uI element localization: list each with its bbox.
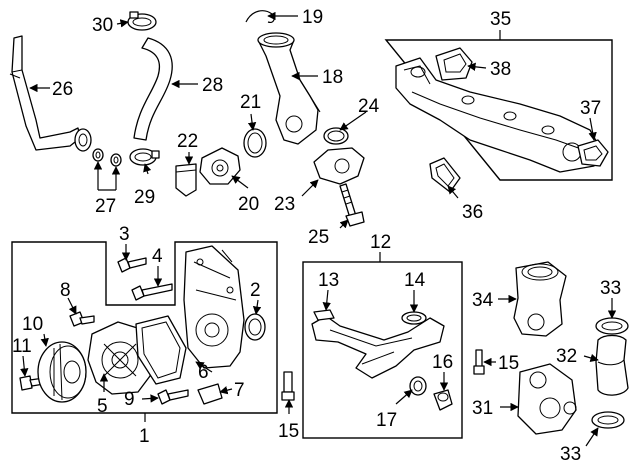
callout-23: 23 bbox=[274, 194, 295, 215]
callout-22: 22 bbox=[177, 131, 198, 152]
hose-clamp-29 bbox=[129, 148, 160, 166]
callout-21: 21 bbox=[240, 92, 261, 113]
hose-clamp-33-bottom bbox=[591, 411, 625, 429]
callout-8: 8 bbox=[60, 280, 71, 301]
hose-clamp-33-top bbox=[595, 317, 629, 335]
pad-13 bbox=[313, 309, 335, 321]
callout-15-right: 15 bbox=[498, 353, 519, 374]
o-ring-21 bbox=[243, 128, 267, 158]
callout-32: 32 bbox=[556, 346, 577, 367]
callout-27: 27 bbox=[95, 196, 116, 217]
callout-10: 10 bbox=[22, 314, 43, 335]
thermostat-housing-20 bbox=[199, 147, 241, 185]
callout-28: 28 bbox=[202, 75, 223, 96]
callout-38: 38 bbox=[490, 59, 511, 80]
callout-15-left: 15 bbox=[278, 421, 299, 442]
bolt-9 bbox=[157, 389, 189, 405]
coolant-hose-32 bbox=[595, 334, 629, 396]
bolt-15-left bbox=[281, 371, 295, 401]
coolant-housing-18 bbox=[257, 32, 321, 145]
bolt-25 bbox=[339, 183, 365, 227]
bolt-8 bbox=[69, 311, 95, 327]
callout-29: 29 bbox=[134, 187, 155, 208]
water-pipe-assembly-12 bbox=[311, 315, 445, 379]
callout-24: 24 bbox=[358, 96, 380, 117]
callout-9: 9 bbox=[124, 389, 135, 410]
bolt-15-right bbox=[473, 349, 485, 375]
callout-20: 20 bbox=[238, 194, 259, 215]
thermostat-31 bbox=[517, 363, 577, 435]
callout-31: 31 bbox=[472, 398, 493, 419]
gasket-14 bbox=[401, 311, 427, 325]
group-frame-1 bbox=[11, 241, 278, 414]
callout-34: 34 bbox=[472, 290, 494, 311]
callout-33-bottom: 33 bbox=[560, 444, 581, 465]
callout-7: 7 bbox=[234, 380, 245, 401]
o-ring-17 bbox=[409, 376, 427, 396]
gasket-24 bbox=[323, 127, 349, 145]
pump-gasket-6 bbox=[135, 315, 187, 385]
hose-clamp-30 bbox=[127, 11, 157, 31]
callout-13: 13 bbox=[318, 270, 339, 291]
seal-2 bbox=[244, 313, 266, 341]
callout-4: 4 bbox=[152, 246, 163, 267]
callout-5: 5 bbox=[97, 396, 108, 417]
callout-33-top: 33 bbox=[600, 278, 621, 299]
bypass-pipe-26 bbox=[9, 35, 92, 152]
callout-11: 11 bbox=[12, 336, 32, 357]
callout-12: 12 bbox=[370, 232, 391, 253]
callout-18: 18 bbox=[322, 67, 343, 88]
bolt-3 bbox=[117, 257, 147, 273]
callout-17: 17 bbox=[376, 410, 397, 431]
front-cover-1 bbox=[183, 245, 245, 369]
callout-37: 37 bbox=[580, 98, 601, 119]
callout-36: 36 bbox=[462, 202, 483, 223]
callout-30: 30 bbox=[92, 15, 113, 36]
bracket-22 bbox=[175, 163, 197, 197]
callout-26: 26 bbox=[52, 79, 73, 100]
gasket-36 bbox=[429, 157, 461, 193]
o-rings-27 bbox=[92, 148, 122, 167]
callout-3: 3 bbox=[119, 224, 130, 245]
bracket-7 bbox=[197, 383, 223, 405]
bolt-4 bbox=[131, 283, 173, 301]
water-pump-pulley-10 bbox=[37, 341, 87, 403]
callout-14: 14 bbox=[404, 270, 426, 291]
callout-35: 35 bbox=[490, 9, 511, 30]
plug-16 bbox=[433, 389, 453, 411]
coolant-hose-28 bbox=[133, 37, 173, 141]
callout-25: 25 bbox=[308, 227, 329, 248]
group-frame-12 bbox=[302, 261, 463, 439]
thermostat-housing-34 bbox=[513, 261, 567, 337]
gasket-37 bbox=[577, 139, 609, 167]
callout-2: 2 bbox=[250, 280, 261, 301]
callout-6: 6 bbox=[198, 362, 209, 383]
callout-16: 16 bbox=[432, 352, 453, 373]
callout-19: 19 bbox=[302, 7, 323, 28]
gasket-38 bbox=[435, 47, 473, 81]
crossover-housing-35 bbox=[395, 57, 601, 173]
outlet-flange-23 bbox=[313, 147, 365, 185]
callout-1: 1 bbox=[139, 426, 150, 447]
